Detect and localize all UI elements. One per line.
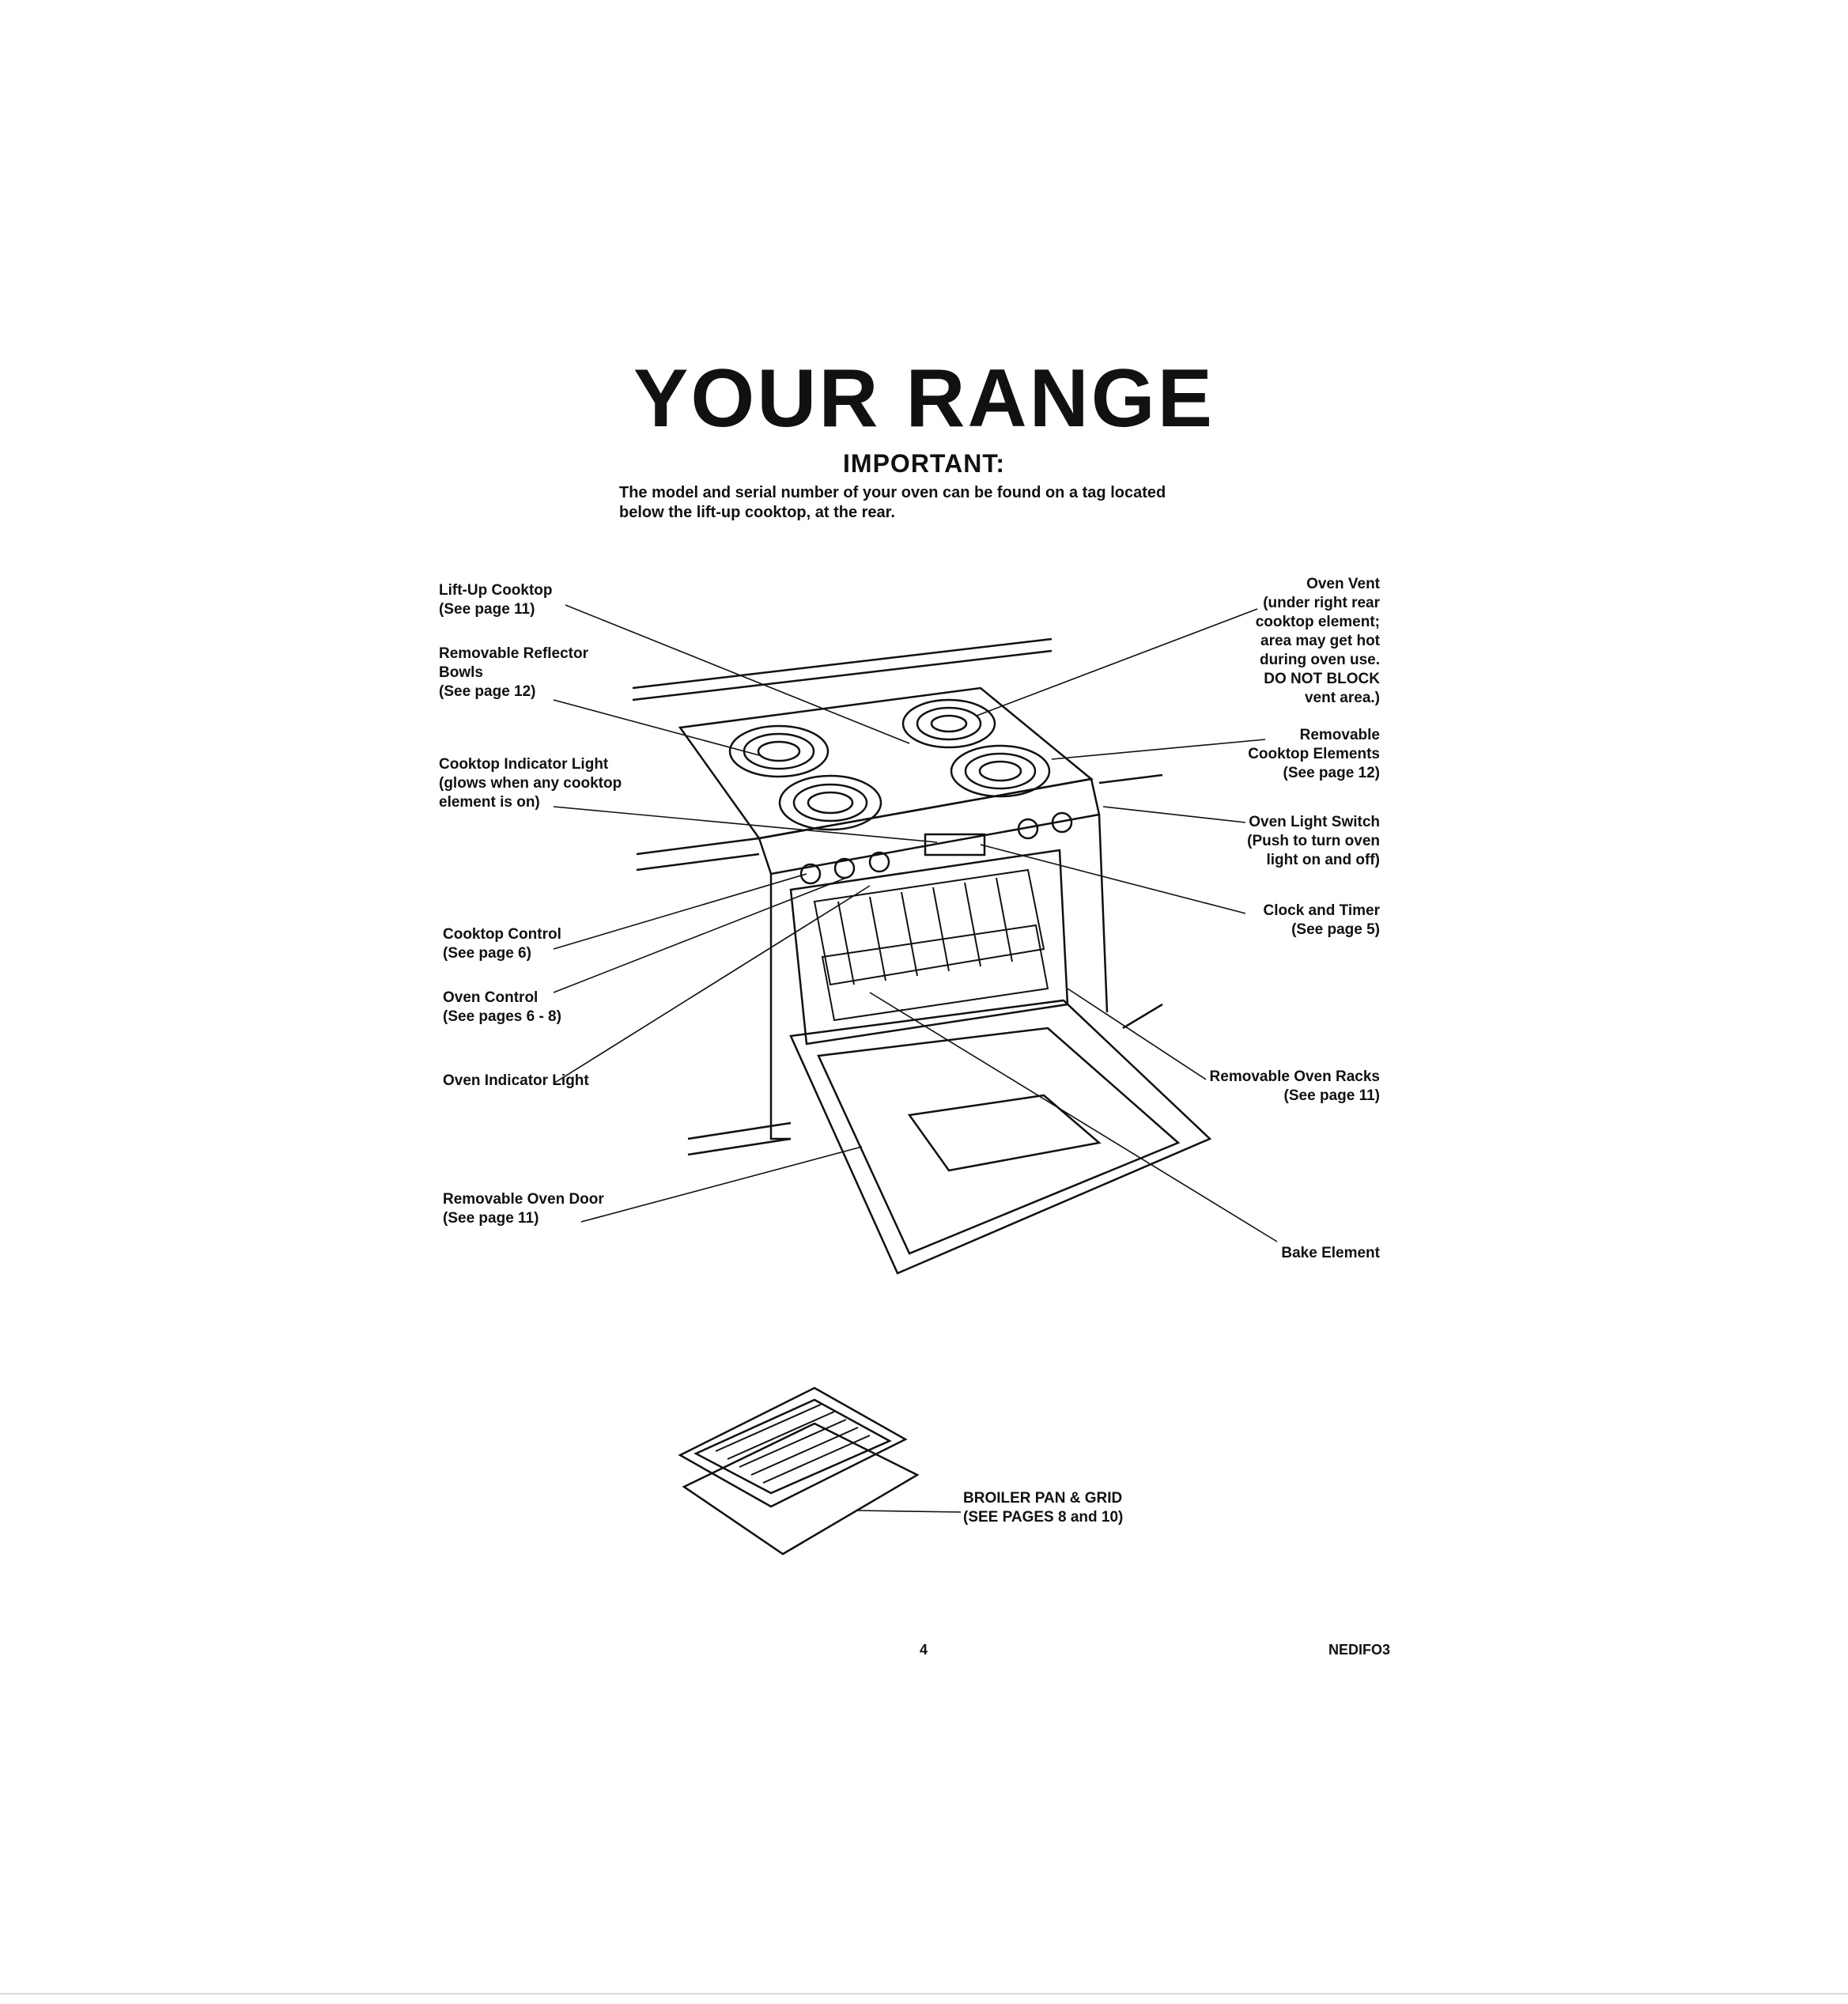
- callout-oven-door: Removable Oven Door(See page 11): [443, 1191, 604, 1227]
- clock-display: [924, 833, 986, 856]
- oven-door-graphic: [789, 999, 1212, 1275]
- callout-oven-racks: Removable Oven Racks(See page 11): [1209, 1068, 1380, 1104]
- callout-broiler-pan: BROILER PAN & GRID(SEE PAGES 8 and 10): [963, 1490, 1124, 1526]
- callout-lift-up-cooktop: Lift-Up Cooktop(See page 11): [439, 582, 553, 618]
- document-code: NEDIFO3: [1328, 1642, 1391, 1658]
- scan-edge-rule: [0, 1993, 1848, 1995]
- important-line-2: below the lift-up cooktop, at the rear.: [619, 504, 895, 521]
- leader-lines: [553, 604, 1278, 1513]
- page-title: YOUR RANGE: [633, 353, 1215, 444]
- callout-cooktop-control: Cooktop Control(See page 6): [443, 926, 561, 962]
- oven-cavity: [789, 849, 1069, 1045]
- page-number: 4: [920, 1642, 928, 1658]
- surface-burners: [728, 698, 1051, 831]
- oven-racks-graphic: [813, 868, 1049, 1022]
- broiler-pan-graphic: [678, 1386, 920, 1556]
- important-line-1: The model and serial number of your oven…: [619, 484, 1166, 501]
- callout-cooktop-indicator-light: Cooktop Indicator Light(glows when any c…: [439, 756, 622, 811]
- door-window: [907, 1094, 1102, 1172]
- important-notice: The model and serial number of your oven…: [619, 483, 1252, 523]
- callout-clock-timer: Clock and Timer(See page 5): [1263, 902, 1380, 938]
- callout-oven-control: Oven Control(See pages 6 - 8): [443, 989, 561, 1025]
- callout-oven-indicator-light: Oven Indicator Light: [443, 1072, 589, 1089]
- callout-bake-element: Bake Element: [1281, 1245, 1380, 1261]
- important-heading: IMPORTANT:: [843, 449, 1005, 478]
